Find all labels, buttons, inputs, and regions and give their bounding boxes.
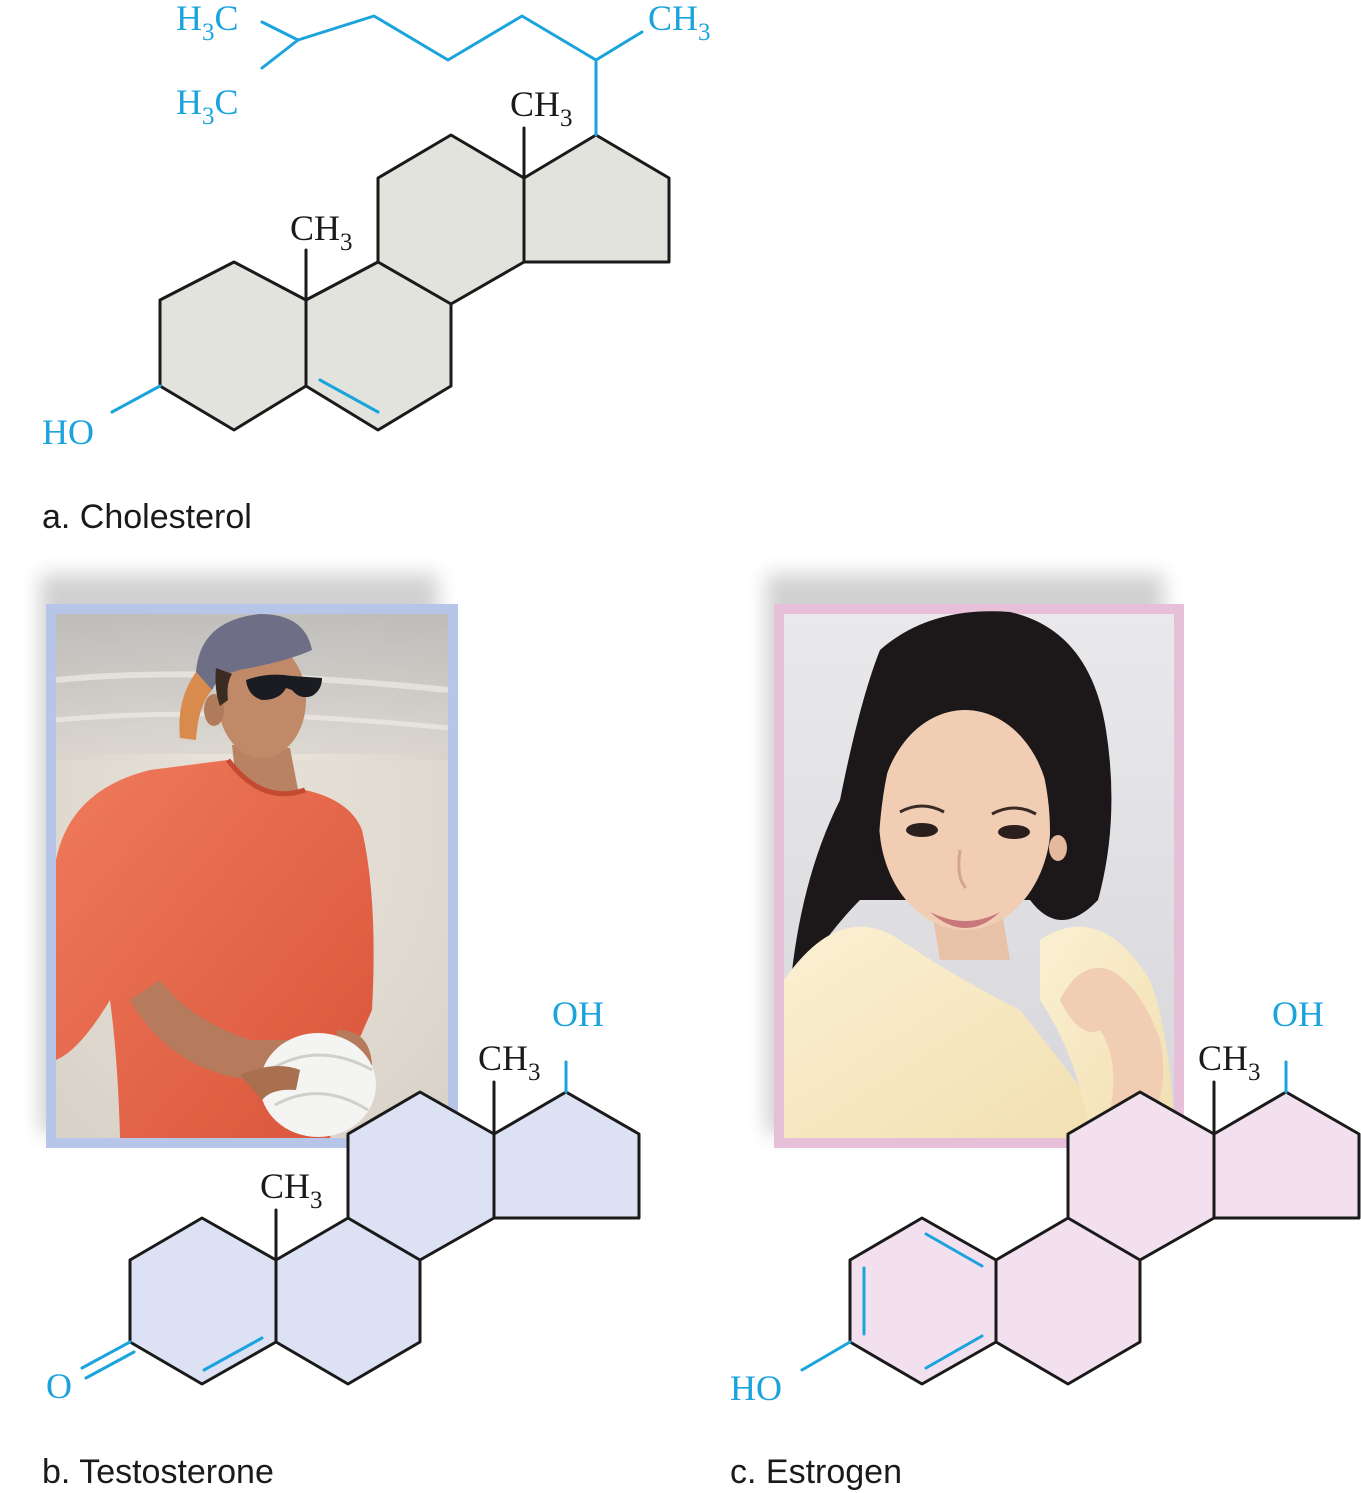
cholesterol-ring-fills: [160, 135, 669, 430]
estrogen-labels: OH CH3 HO: [730, 994, 1324, 1408]
estrogen-structure: OH CH3 HO c. Estrogen: [730, 994, 1361, 1491]
ring-c-fill: [378, 135, 524, 304]
oh-label: OH: [552, 994, 604, 1034]
o-label: O: [46, 1366, 72, 1406]
oh-label: OH: [1272, 994, 1324, 1034]
cholesterol-labels: H3C H3C CH3 CH3 CH3 HO: [42, 0, 711, 452]
ring-b-fill: [306, 262, 451, 430]
woman-portrait-photo: [784, 611, 1174, 1138]
estrogen-photo: [766, 574, 1184, 1148]
testosterone-caption: b. Testosterone: [42, 1453, 274, 1491]
ring-a-fill: [850, 1218, 996, 1384]
ring-a-fill: [130, 1218, 276, 1384]
testosterone-photo: [40, 574, 458, 1148]
ring-a-fill: [160, 262, 306, 430]
estrogen-caption: c. Estrogen: [730, 1453, 902, 1491]
h3c-top-label: H3C: [176, 0, 239, 46]
ring-c-fill: [348, 1092, 494, 1260]
ho-label: HO: [730, 1368, 782, 1408]
ring-d-fill: [494, 1092, 639, 1218]
estrogen-accent-bonds: [800, 1060, 1288, 1372]
estrogen-ring-fills: [850, 1092, 1359, 1384]
ring-b-fill: [276, 1218, 420, 1384]
testosterone-structure: OH CH3 CH3 O b. Testosterone: [42, 994, 641, 1491]
ring-c-fill: [1068, 1092, 1214, 1260]
ch3-c13-label: CH3: [1198, 1038, 1261, 1086]
ring-d-fill: [1214, 1092, 1359, 1218]
cholesterol-bonds: [158, 126, 671, 432]
ch3-c13-label: CH3: [510, 84, 573, 132]
ring-d-fill: [524, 135, 669, 262]
h3c-bottom-label: H3C: [176, 82, 239, 130]
cholesterol-accent-bonds: [110, 14, 644, 414]
ch3-chain-label: CH3: [648, 0, 711, 46]
cholesterol-structure: H3C H3C CH3 CH3 CH3 HO a. Cholesterol: [42, 0, 711, 536]
testosterone-bonds: [128, 1080, 641, 1386]
ch3-c10-label: CH3: [290, 208, 353, 256]
ch3-c10-label: CH3: [260, 1166, 323, 1214]
ring-b-fill: [996, 1218, 1140, 1384]
testosterone-labels: OH CH3 CH3 O: [46, 994, 604, 1406]
ch3-c13-label: CH3: [478, 1038, 541, 1086]
man-holding-volleyball-photo: [55, 614, 449, 1138]
testosterone-accent-bonds: [80, 1060, 568, 1380]
ho-label: HO: [42, 412, 94, 452]
testosterone-ring-fills: [130, 1092, 639, 1384]
cholesterol-caption: a. Cholesterol: [42, 498, 252, 536]
